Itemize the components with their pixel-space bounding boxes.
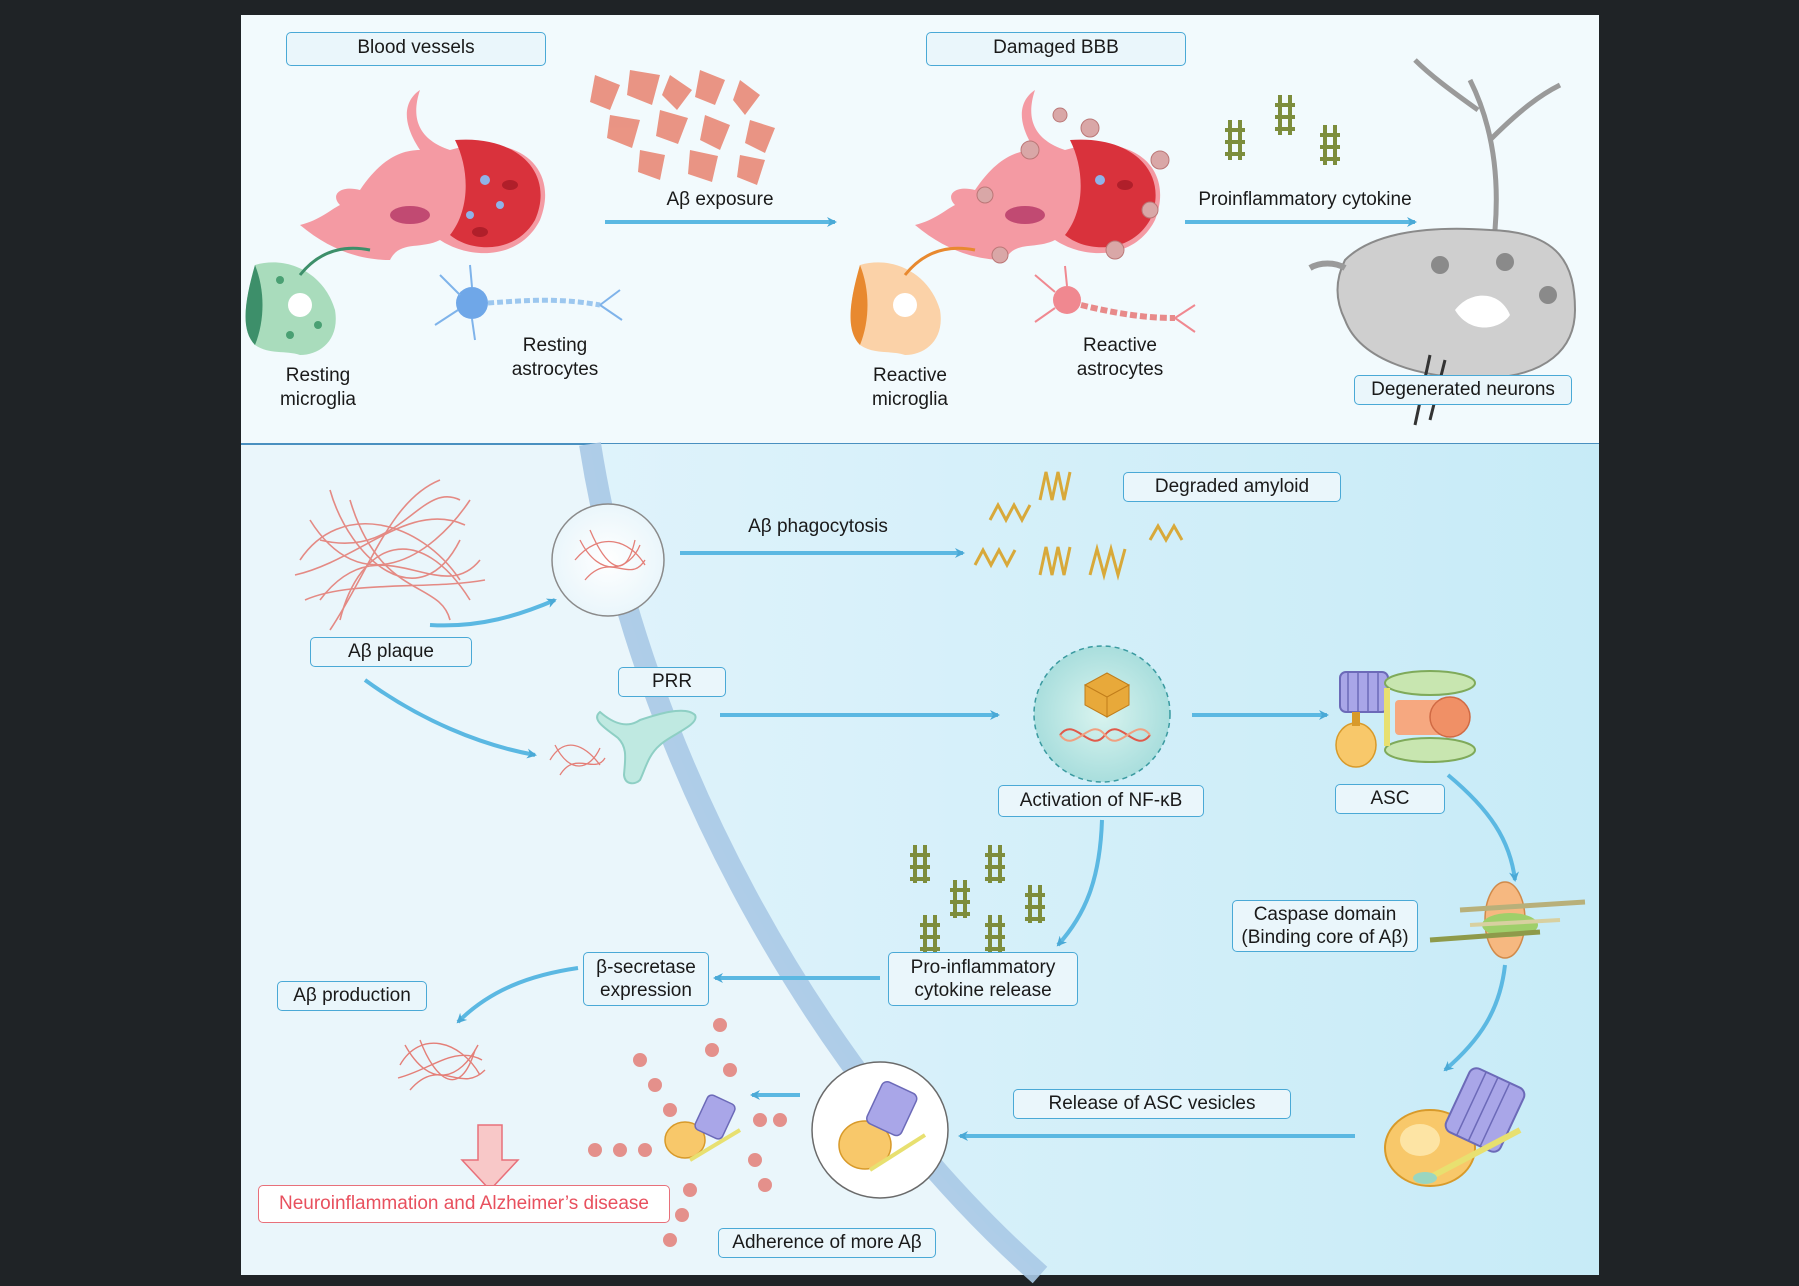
cell-interior bbox=[590, 444, 1599, 1275]
label-reactive-astrocytes-line2: astrocytes bbox=[1076, 359, 1164, 380]
label-cytokine-release: Pro-inflammatory cytokine release bbox=[888, 952, 1078, 1006]
arrow-to-prr bbox=[363, 678, 537, 759]
plaque-small bbox=[549, 744, 606, 776]
asc-complex bbox=[1335, 670, 1476, 768]
label-cytokine-release-line2: cytokine release bbox=[914, 980, 1052, 1001]
label-resting-microglia: Resting microglia bbox=[258, 364, 378, 412]
label-asc: ASC bbox=[1335, 784, 1445, 814]
label-prr: PRR bbox=[618, 667, 726, 697]
label-adherence: Adherence of more Aβ bbox=[718, 1228, 936, 1258]
reactive-microglia-cell bbox=[850, 246, 976, 355]
label-reactive-microglia-line2: microglia bbox=[871, 389, 949, 410]
arrow-to-neuroinflammation bbox=[460, 1124, 520, 1192]
prr-receptor bbox=[596, 709, 697, 785]
arrow-to-vesicle bbox=[429, 598, 557, 628]
label-ab-plaque: Aβ plaque bbox=[310, 637, 472, 667]
label-caspase-line1: Caspase domain bbox=[1253, 904, 1397, 925]
resting-astrocyte-cell bbox=[434, 264, 623, 341]
label-nfkb: Activation of NF-κB bbox=[998, 785, 1204, 817]
label-ab-production: Aβ production bbox=[277, 981, 427, 1011]
adherence-complex bbox=[664, 1094, 742, 1162]
ab-produced bbox=[397, 1039, 486, 1091]
degraded-amyloid-fragments bbox=[973, 471, 1184, 581]
adherent-ab-clusters bbox=[588, 1018, 787, 1247]
caspase-domain bbox=[1429, 881, 1586, 959]
degenerated-neuron bbox=[1308, 58, 1577, 426]
label-damaged-bbb: Damaged BBB bbox=[926, 32, 1186, 66]
vesicle-plaque bbox=[574, 529, 646, 581]
arrow-nfkb-to-cytokine bbox=[1056, 819, 1104, 947]
arrow-bsecretase-to-production bbox=[456, 966, 579, 1024]
arrow-caspase-to-vesicle bbox=[1443, 964, 1507, 1072]
asc-vesicle-content bbox=[838, 1080, 927, 1172]
label-resting-astrocytes-line2: astrocytes bbox=[511, 359, 599, 380]
label-b-secretase: β-secretase expression bbox=[583, 952, 709, 1006]
blood-vessel-resting bbox=[300, 90, 546, 260]
label-caspase-domain: Caspase domain (Binding core of Aβ) bbox=[1232, 900, 1418, 952]
label-reactive-microglia: Reactive microglia bbox=[850, 364, 970, 412]
reactive-astrocyte-cell bbox=[1034, 265, 1196, 333]
label-proinflammatory-cytokine: Proinflammatory cytokine bbox=[1198, 189, 1412, 210]
arrow-asc-to-caspase bbox=[1446, 773, 1519, 882]
label-resting-microglia-line1: Resting bbox=[285, 365, 351, 386]
top-cytokines bbox=[1225, 95, 1340, 165]
label-blood-vessels: Blood vessels bbox=[286, 32, 546, 66]
label-cytokine-release-line1: Pro-inflammatory bbox=[910, 957, 1056, 978]
label-resting-astrocytes: Resting astrocytes bbox=[490, 334, 620, 382]
blood-vessel-damaged bbox=[915, 90, 1170, 264]
asc-vesicle-large bbox=[1384, 1067, 1526, 1187]
ab-aggregates bbox=[590, 70, 775, 185]
label-caspase-line2: (Binding core of Aβ) bbox=[1241, 927, 1409, 948]
label-b-secretase-line2: expression bbox=[600, 980, 692, 1001]
bottom-cytokines bbox=[910, 845, 1045, 953]
label-neuroinflammation: Neuroinflammation and Alzheimer’s diseas… bbox=[258, 1185, 670, 1223]
label-reactive-astrocytes-line1: Reactive bbox=[1083, 335, 1157, 356]
label-resting-astrocytes-line1: Resting bbox=[522, 335, 588, 356]
nfkb-protein bbox=[1083, 672, 1131, 718]
label-reactive-microglia-line1: Reactive bbox=[873, 365, 947, 386]
label-resting-microglia-line2: microglia bbox=[279, 389, 357, 410]
ab-plaque-mass bbox=[294, 479, 486, 631]
label-b-secretase-line1: β-secretase bbox=[596, 957, 696, 978]
label-release-asc-vesicles: Release of ASC vesicles bbox=[1013, 1089, 1291, 1119]
label-degraded-amyloid: Degraded amyloid bbox=[1123, 472, 1341, 502]
label-reactive-astrocytes: Reactive astrocytes bbox=[1055, 334, 1185, 382]
resting-microglia-cell bbox=[245, 246, 371, 355]
label-ab-exposure: Aβ exposure bbox=[666, 189, 774, 210]
label-degenerated-neurons: Degenerated neurons bbox=[1354, 375, 1572, 405]
label-ab-phagocytosis: Aβ phagocytosis bbox=[748, 516, 888, 537]
